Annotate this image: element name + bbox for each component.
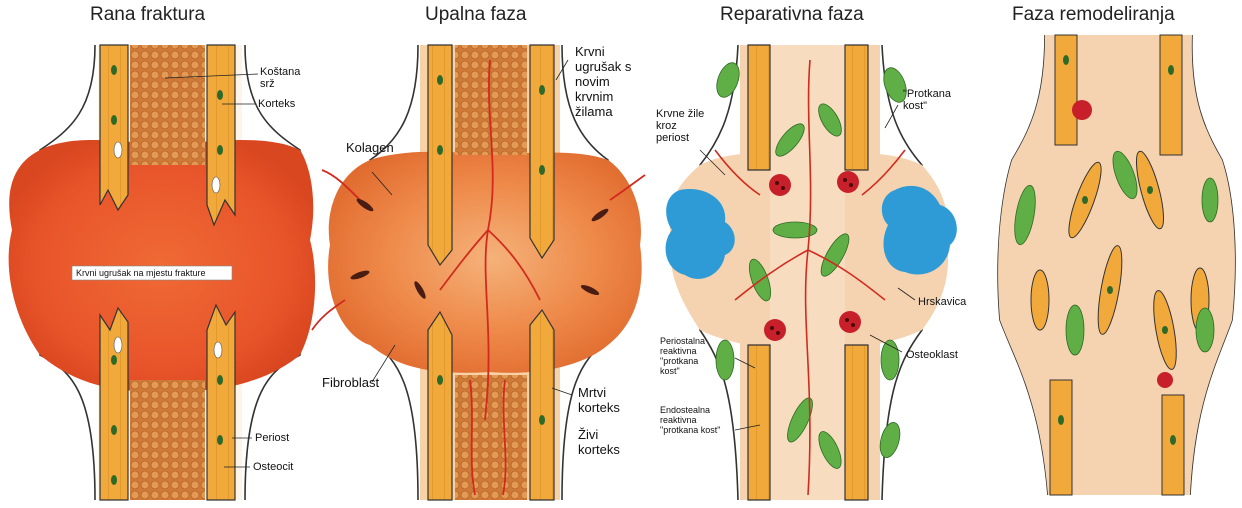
panel-title-reparative: Reparativna faza bbox=[720, 4, 864, 26]
label-clot-with-vessels: Krvni ugrušak s novim krvnim žilama bbox=[575, 44, 631, 119]
label-live-cortex: Živi korteks bbox=[578, 427, 620, 457]
cortex-lower-right bbox=[207, 305, 235, 500]
label-vessels-periosteum: Krvne žile kroz periost bbox=[656, 108, 704, 144]
label-cartilage: Hrskavica bbox=[918, 296, 966, 308]
panel-title-remodeling: Faza remodeliranja bbox=[1012, 4, 1175, 26]
label-woven-bone: "Protkana kost" bbox=[903, 88, 951, 112]
panel-title-inflammatory: Upalna faza bbox=[425, 4, 526, 26]
label-periosteal-woven-bone: Periostalna reaktivna "protkana kost" bbox=[660, 336, 705, 376]
label-dead-cortex: Mrtvi korteks bbox=[578, 385, 620, 415]
hematoma bbox=[9, 140, 316, 391]
label-periosteum: Periost bbox=[255, 432, 289, 444]
label-bone-marrow: Koštana srž bbox=[260, 66, 300, 90]
bone-marrow-lower bbox=[130, 380, 205, 500]
panel-remodeling-phase bbox=[998, 35, 1235, 495]
label-endosteal-woven-bone: Endostealna reaktivna "protkana kost" bbox=[660, 405, 720, 435]
label-osteocyte: Osteocit bbox=[253, 461, 293, 473]
label-blood-clot: Krvni ugrušak na mjestu frakture bbox=[76, 268, 206, 278]
label-cortex: Korteks bbox=[258, 98, 295, 110]
label-collagen: Kolagen bbox=[346, 140, 394, 155]
cortex-upper-right bbox=[207, 45, 235, 225]
bone-marrow-upper bbox=[130, 45, 205, 165]
cortex-lower-left bbox=[100, 308, 128, 500]
label-fibroblast: Fibroblast bbox=[322, 375, 379, 390]
label-osteoclast: Osteoklast bbox=[906, 349, 958, 361]
panel-title-early-fracture: Rana fraktura bbox=[90, 4, 205, 26]
